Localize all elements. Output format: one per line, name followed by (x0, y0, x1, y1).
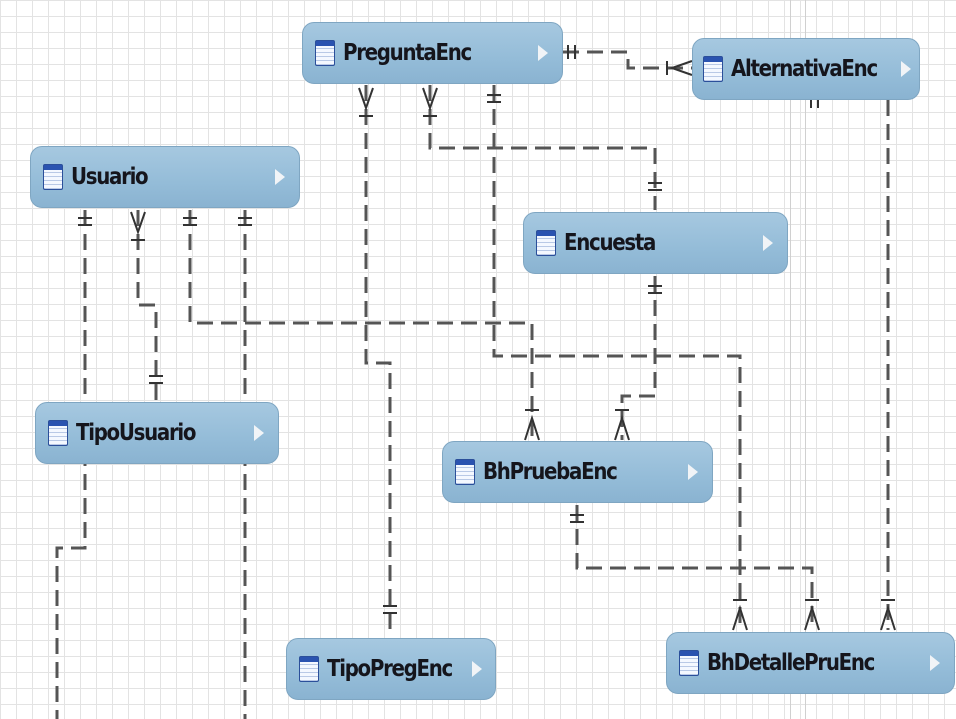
many-marker (524, 409, 540, 441)
chevron-right-icon[interactable] (538, 45, 548, 61)
entity-alternativaenc[interactable]: AlternativaEnc (692, 38, 920, 100)
entity-bhdetallepruenc[interactable]: BhDetallePruEnc (666, 632, 955, 694)
table-icon (315, 40, 335, 66)
many-marker (614, 409, 630, 441)
many-marker (666, 60, 693, 76)
entity-preguntaenc[interactable]: PreguntaEnc (302, 22, 563, 84)
entity-encuesta[interactable]: Encuesta (523, 212, 788, 274)
relationship-usuario-tipousuario (136, 210, 158, 402)
chevron-right-icon[interactable] (688, 464, 698, 480)
one-marker (567, 45, 576, 59)
many-marker (732, 599, 748, 631)
one-marker (183, 217, 197, 226)
entity-name: Usuario (71, 164, 149, 190)
entity-name: BhPruebaEnc (483, 459, 618, 485)
entity-tipousuario[interactable]: TipoUsuario (35, 402, 279, 464)
one-marker (149, 375, 163, 384)
page-divider (805, 0, 806, 719)
one-marker (648, 285, 662, 294)
many-marker (130, 211, 146, 241)
entity-bhpruebaenc[interactable]: BhPruebaEnc (442, 441, 713, 503)
entity-name: Encuesta (564, 230, 656, 256)
relationship-pregunta-bhdetalle (492, 85, 742, 630)
chevron-right-icon[interactable] (275, 169, 285, 185)
many-marker (422, 87, 438, 117)
relationship-encuesta-bhprueba (620, 276, 657, 440)
one-marker (238, 217, 252, 226)
entity-name: TipoPregEnc (327, 656, 453, 682)
many-marker (880, 599, 896, 631)
chevron-right-icon[interactable] (254, 425, 264, 441)
entity-name: AlternativaEnc (731, 56, 878, 82)
entity-name: PreguntaEnc (343, 40, 472, 66)
table-icon (536, 230, 556, 256)
one-marker (810, 100, 819, 108)
many-marker (358, 87, 374, 117)
entity-usuario[interactable]: Usuario (30, 146, 300, 208)
page-divider (790, 0, 791, 719)
relationship-usuario-left (55, 210, 87, 719)
chevron-right-icon[interactable] (930, 655, 940, 671)
table-icon (43, 164, 63, 190)
relationship-bhprueba-bhdetalle (575, 505, 814, 630)
table-icon (48, 420, 68, 446)
relationship-pregunta-alternativa (563, 50, 692, 70)
entity-tipopregenc[interactable]: TipoPregEnc (286, 638, 496, 700)
one-marker (487, 94, 501, 103)
one-marker (78, 217, 92, 226)
chevron-right-icon[interactable] (472, 661, 483, 677)
relationship-pregunta-encuesta (428, 85, 657, 210)
many-marker (804, 599, 820, 631)
one-marker (383, 605, 397, 614)
chevron-right-icon[interactable] (763, 235, 773, 251)
entity-name: TipoUsuario (76, 420, 197, 446)
chevron-right-icon[interactable] (900, 61, 911, 77)
relationship-usuario-bhprueba (188, 210, 534, 440)
one-marker (648, 182, 662, 191)
entity-name: BhDetallePruEnc (707, 650, 875, 676)
one-marker (570, 514, 584, 523)
table-icon (299, 656, 319, 682)
table-icon (703, 56, 723, 82)
table-icon (679, 650, 699, 676)
table-icon (455, 459, 475, 485)
relationship-pregunta-tipopreg (364, 85, 392, 636)
